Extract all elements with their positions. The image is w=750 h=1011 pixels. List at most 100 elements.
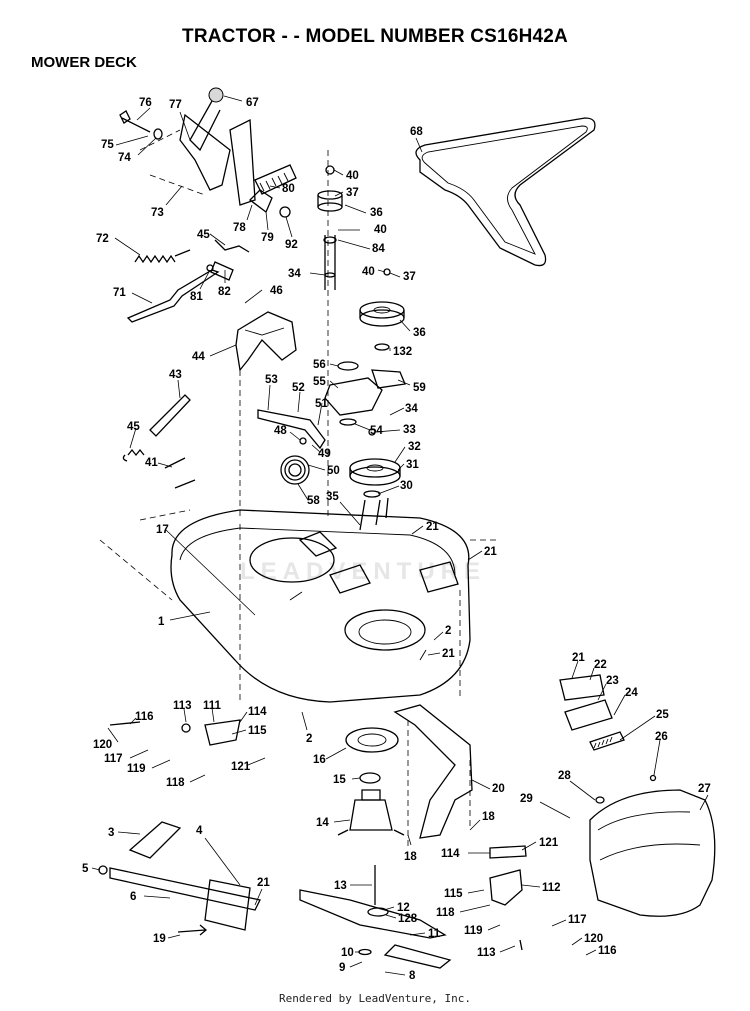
callout-113-b: 113 (477, 947, 496, 959)
callout-17: 17 (156, 524, 169, 536)
callout-35: 35 (326, 491, 339, 503)
callout-24: 24 (625, 687, 638, 699)
callout-115-a: 115 (248, 725, 267, 737)
callout-59: 59 (413, 382, 426, 394)
callout-77: 77 (169, 99, 182, 111)
callout-73: 73 (151, 207, 164, 219)
callout-72: 72 (96, 233, 109, 245)
callout-3: 3 (108, 827, 114, 839)
callout-118-b: 118 (436, 907, 455, 919)
callout-22: 22 (594, 659, 607, 671)
callout-115-b: 115 (444, 888, 463, 900)
callout-76: 76 (139, 97, 152, 109)
callout-9: 9 (339, 962, 345, 974)
callout-132: 132 (393, 346, 412, 358)
callout-55: 55 (313, 376, 326, 388)
callout-45-low: 45 (127, 421, 140, 433)
idler-stack (317, 150, 405, 520)
callout-34-mid: 34 (405, 403, 418, 415)
mower-deck (99, 509, 500, 703)
callout-26: 26 (655, 731, 668, 743)
callout-54: 54 (370, 425, 383, 437)
callout-58: 58 (307, 495, 320, 507)
callout-117-b: 117 (568, 914, 587, 926)
rear-brackets (109, 719, 527, 951)
deck-belt (415, 117, 596, 267)
callout-78: 78 (233, 222, 246, 234)
callout-33: 33 (403, 424, 416, 436)
discharge-chute (559, 674, 716, 917)
callout-16: 16 (313, 754, 326, 766)
callout-18-b: 18 (404, 851, 417, 863)
callout-112: 112 (542, 882, 561, 894)
callout-128: 128 (398, 913, 418, 925)
callout-56: 56 (313, 359, 326, 371)
callout-43: 43 (169, 369, 182, 381)
callout-21-a: 21 (426, 521, 439, 533)
callout-23: 23 (606, 675, 619, 687)
callout-46: 46 (270, 285, 283, 297)
callout-81: 81 (190, 291, 203, 303)
callout-29: 29 (520, 793, 533, 805)
callout-5: 5 (82, 863, 89, 875)
callout-10: 10 (341, 947, 354, 959)
callout-68: 68 (410, 126, 423, 138)
callout-4: 4 (196, 825, 203, 837)
callout-44: 44 (192, 351, 205, 363)
callout-114-a: 114 (248, 706, 267, 718)
callout-48: 48 (274, 425, 287, 437)
callout-21-b: 21 (484, 546, 497, 558)
callout-119-a: 119 (127, 763, 146, 775)
lift-lever-assembly (119, 87, 297, 218)
callout-30: 30 (400, 480, 413, 492)
callout-36-top: 36 (370, 207, 383, 219)
center-pulley (349, 458, 401, 531)
callout-67: 67 (246, 97, 259, 109)
callout-120-b: 120 (584, 933, 603, 945)
callout-52: 52 (292, 382, 305, 394)
hanger-brackets (98, 821, 261, 936)
page-title: TRACTOR - - MODEL NUMBER CS16H42A (182, 26, 568, 47)
callout-40-mid: 40 (374, 224, 387, 236)
callout-37-top: 37 (346, 187, 359, 199)
callout-32: 32 (408, 441, 421, 453)
callout-labels: 76 67 77 75 74 68 40 37 80 73 36 78 79 9… (82, 97, 711, 982)
callout-71: 71 (113, 287, 126, 299)
callout-51: 51 (315, 398, 328, 410)
callout-92: 92 (285, 239, 298, 251)
callout-53: 53 (265, 374, 278, 386)
callout-75: 75 (101, 139, 114, 151)
callout-79: 79 (261, 232, 274, 244)
callout-21-d: 21 (572, 652, 585, 664)
callout-27: 27 (698, 783, 711, 795)
callout-111: 111 (203, 700, 222, 712)
callout-15: 15 (333, 774, 346, 786)
callout-2-b: 2 (306, 733, 312, 745)
callout-80: 80 (282, 183, 295, 195)
callout-45-top: 45 (197, 229, 210, 241)
callout-34-top: 34 (288, 268, 301, 280)
springs (122, 239, 310, 485)
callout-84: 84 (372, 243, 385, 255)
callout-6: 6 (130, 891, 136, 903)
callout-14: 14 (316, 817, 329, 829)
callout-116-a: 116 (135, 711, 154, 723)
callout-50: 50 (327, 465, 340, 477)
lower-hardware (299, 727, 452, 969)
callout-2-a: 2 (445, 625, 451, 637)
section-subtitle: MOWER DECK (31, 54, 137, 71)
callout-8: 8 (409, 970, 416, 982)
callout-118-a: 118 (166, 777, 185, 789)
callout-21-c: 21 (442, 648, 455, 660)
callout-82: 82 (218, 286, 231, 298)
callout-12: 12 (397, 902, 410, 914)
callout-113-a: 113 (173, 700, 192, 712)
callout-121-b: 121 (539, 837, 559, 849)
lift-links (126, 261, 234, 489)
callout-11: 11 (428, 928, 441, 940)
callout-121-a: 121 (231, 761, 251, 773)
belt-guard (235, 311, 297, 520)
callout-36-low: 36 (413, 327, 426, 339)
callout-117-a: 117 (104, 753, 123, 765)
footer-credit: Rendered by LeadVenture, Inc. (278, 992, 472, 1005)
